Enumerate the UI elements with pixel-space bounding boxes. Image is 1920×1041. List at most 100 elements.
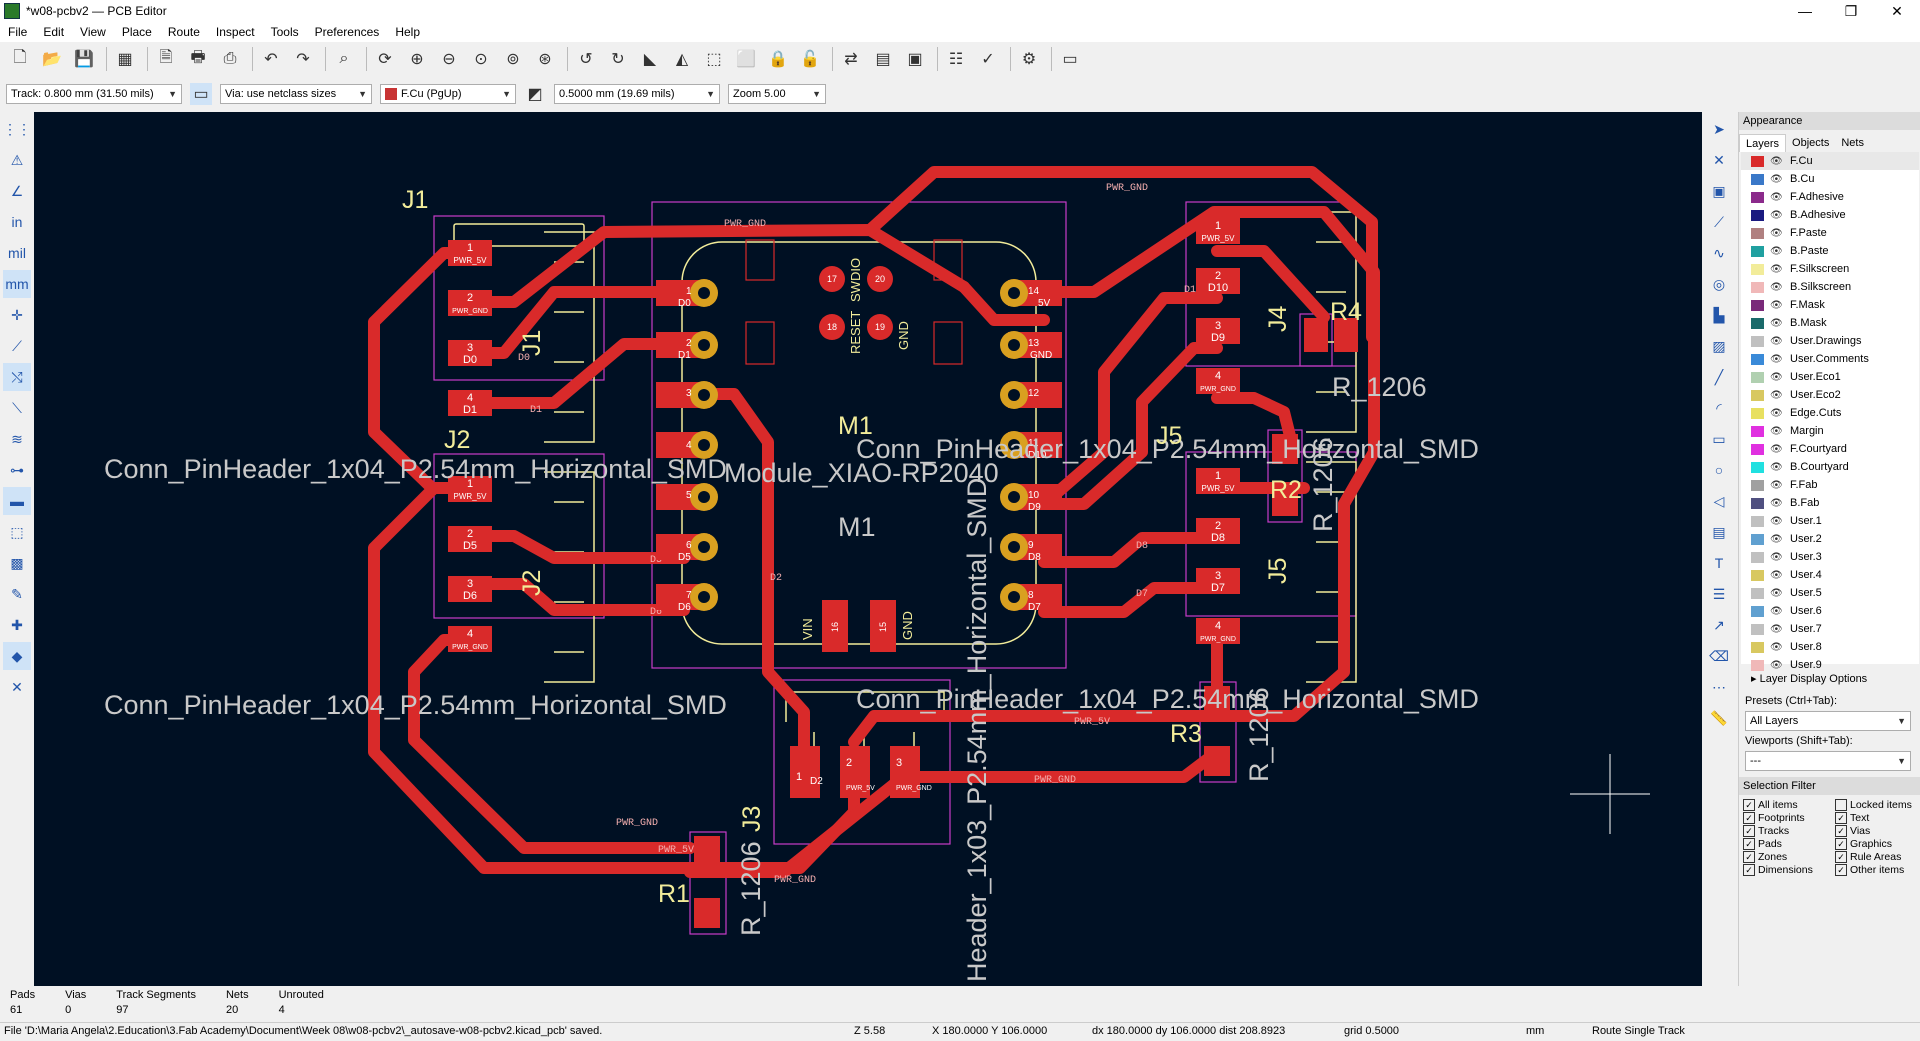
net-color-icon[interactable]: ✎ bbox=[11, 585, 23, 602]
eye-icon[interactable]: 👁 bbox=[1770, 479, 1783, 491]
menu-help[interactable]: Help bbox=[395, 25, 420, 39]
filter-checkbox[interactable]: ✓ bbox=[1743, 864, 1755, 876]
layer-color-swatch[interactable] bbox=[1751, 461, 1764, 473]
filter-option[interactable]: ✓Dimensions bbox=[1743, 864, 1835, 876]
draw-polygon-icon[interactable]: ◁ bbox=[1713, 492, 1725, 509]
j1-pad-1[interactable] bbox=[448, 240, 492, 266]
layer-row[interactable]: 👁F.Courtyard bbox=[1741, 440, 1919, 458]
j2-pad-4[interactable] bbox=[448, 626, 492, 652]
cursor-style-icon[interactable]: ✛ bbox=[11, 306, 23, 323]
flip-icon[interactable]: ◣ bbox=[643, 51, 657, 68]
add-text-icon[interactable]: T bbox=[1714, 555, 1724, 571]
net-highlight-icon[interactable]: ▩ bbox=[10, 554, 24, 571]
layer-color-swatch[interactable] bbox=[1751, 209, 1764, 221]
layer-color-swatch[interactable] bbox=[1751, 515, 1764, 527]
eye-icon[interactable]: 👁 bbox=[1770, 407, 1783, 419]
layer-color-swatch[interactable] bbox=[1751, 371, 1764, 383]
layer-color-swatch[interactable] bbox=[1751, 479, 1764, 491]
layer-row[interactable]: 👁F.Fab bbox=[1741, 476, 1919, 494]
filter-checkbox[interactable]: ✓ bbox=[1743, 825, 1755, 837]
eye-icon[interactable]: 👁 bbox=[1770, 263, 1783, 275]
curved-ratsnest-icon[interactable]: ⤭ bbox=[3, 363, 31, 391]
group-icon[interactable]: ⬚ bbox=[706, 51, 722, 68]
appearance-panel-icon[interactable]: ◆ bbox=[3, 642, 31, 670]
track-fill-icon[interactable]: ▬ bbox=[3, 487, 31, 515]
layer-row[interactable]: 👁B.Cu bbox=[1741, 170, 1919, 188]
rotate-cw-icon[interactable]: ↻ bbox=[611, 51, 625, 68]
filter-checkbox[interactable] bbox=[1835, 799, 1847, 811]
tab-objects[interactable]: Objects bbox=[1792, 137, 1830, 149]
plot-icon[interactable]: ⎙ bbox=[223, 50, 237, 67]
filter-option[interactable]: ✓Text bbox=[1835, 812, 1920, 824]
filter-checkbox[interactable]: ✓ bbox=[1835, 825, 1847, 837]
layer-color-swatch[interactable] bbox=[1751, 641, 1764, 653]
layer-row[interactable]: 👁User.Comments bbox=[1741, 350, 1919, 368]
eye-icon[interactable]: 👁 bbox=[1770, 623, 1783, 635]
delete-icon[interactable]: ⌫ bbox=[1709, 647, 1729, 664]
filter-checkbox[interactable]: ✓ bbox=[1743, 851, 1755, 863]
layer-row[interactable]: 👁F.Silkscreen bbox=[1741, 260, 1919, 278]
layer-color-swatch[interactable] bbox=[1751, 425, 1764, 437]
menu-view[interactable]: View bbox=[80, 25, 106, 39]
layer-row[interactable]: 👁User.6 bbox=[1741, 602, 1919, 620]
eye-icon[interactable]: 👁 bbox=[1770, 209, 1783, 221]
filter-option[interactable]: ✓Footprints bbox=[1743, 812, 1835, 824]
eye-icon[interactable]: 👁 bbox=[1770, 335, 1783, 347]
refresh-icon[interactable]: ⟳ bbox=[378, 51, 392, 68]
layer-color-swatch[interactable] bbox=[1751, 263, 1764, 275]
j4-pad-1[interactable] bbox=[1196, 218, 1240, 244]
rule-area-icon[interactable]: ▨ bbox=[1712, 337, 1726, 354]
eye-icon[interactable]: 👁 bbox=[1770, 317, 1783, 329]
zoom-in-icon[interactable]: ⊕ bbox=[410, 51, 424, 68]
eye-icon[interactable]: 👁 bbox=[1770, 497, 1783, 509]
layer-color-swatch[interactable] bbox=[1751, 245, 1764, 257]
layer-color-swatch[interactable] bbox=[1751, 155, 1764, 167]
zoom-select[interactable]: Zoom 5.00▼ bbox=[728, 84, 826, 104]
rotate-ccw-icon[interactable]: ↺ bbox=[579, 51, 593, 68]
layer-color-swatch[interactable] bbox=[1751, 623, 1764, 635]
grid-toggle-icon[interactable]: ⋮⋮ bbox=[3, 120, 31, 137]
eye-icon[interactable]: 👁 bbox=[1770, 461, 1783, 473]
zoom-out-icon[interactable]: ⊖ bbox=[442, 51, 456, 68]
j5-pad-4[interactable] bbox=[1196, 618, 1240, 644]
local-ratsnest-icon[interactable]: ✕ bbox=[1713, 151, 1725, 168]
footprint-editor-icon[interactable]: ▤ bbox=[875, 51, 891, 68]
eye-icon[interactable]: 👁 bbox=[1770, 155, 1783, 167]
filter-checkbox[interactable]: ✓ bbox=[1835, 838, 1847, 850]
measure-icon[interactable]: 📏 bbox=[1710, 709, 1728, 726]
layer-color-swatch[interactable] bbox=[1751, 227, 1764, 239]
j2-pad-3[interactable] bbox=[448, 576, 492, 602]
layer-color-swatch[interactable] bbox=[1751, 659, 1764, 671]
eye-icon[interactable]: 👁 bbox=[1770, 641, 1783, 653]
filter-checkbox[interactable]: ✓ bbox=[1835, 812, 1847, 824]
layer-row[interactable]: 👁User.8 bbox=[1741, 638, 1919, 656]
eye-icon[interactable]: 👁 bbox=[1770, 227, 1783, 239]
print-icon[interactable]: 🖶 bbox=[190, 48, 206, 66]
add-via-icon[interactable]: ◎ bbox=[1712, 275, 1726, 292]
r2-pad-1[interactable] bbox=[1272, 486, 1298, 516]
filter-option[interactable]: ✓All items bbox=[1743, 799, 1835, 811]
close-button[interactable]: ✕ bbox=[1891, 2, 1903, 19]
draw-circle-icon[interactable]: ○ bbox=[1714, 462, 1724, 478]
filter-checkbox[interactable]: ✓ bbox=[1743, 838, 1755, 850]
layer-row[interactable]: 👁F.Mask bbox=[1741, 296, 1919, 314]
layer-row[interactable]: 👁User.7 bbox=[1741, 620, 1919, 638]
layer-row[interactable]: 👁User.9 bbox=[1741, 656, 1919, 674]
tools-icon[interactable]: ✕ bbox=[11, 678, 23, 695]
eye-icon[interactable]: 👁 bbox=[1770, 569, 1783, 581]
layer-row[interactable]: 👁B.Fab bbox=[1741, 494, 1919, 512]
zoom-fit-icon[interactable]: ⊙ bbox=[474, 51, 488, 68]
filter-option[interactable]: ✓Zones bbox=[1743, 851, 1835, 863]
unlock-icon[interactable]: 🔓 bbox=[800, 51, 820, 68]
layer-row[interactable]: 👁User.4 bbox=[1741, 566, 1919, 584]
layer-row[interactable]: 👁B.Courtyard bbox=[1741, 458, 1919, 476]
eye-icon[interactable]: 👁 bbox=[1770, 299, 1783, 311]
filter-option[interactable]: ✓Graphics bbox=[1835, 838, 1920, 850]
open-folder-icon[interactable]: 📂 bbox=[42, 51, 62, 68]
pcb-canvas[interactable]: PWR_GND PWR_GND PWR_GND PWR_GND PWR_GND … bbox=[34, 112, 1702, 986]
find-icon[interactable]: ⌕ bbox=[339, 50, 349, 67]
eye-icon[interactable]: 👁 bbox=[1770, 515, 1783, 527]
eye-icon[interactable]: 👁 bbox=[1770, 587, 1783, 599]
filter-checkbox[interactable]: ✓ bbox=[1835, 851, 1847, 863]
eye-icon[interactable]: 👁 bbox=[1770, 371, 1783, 383]
